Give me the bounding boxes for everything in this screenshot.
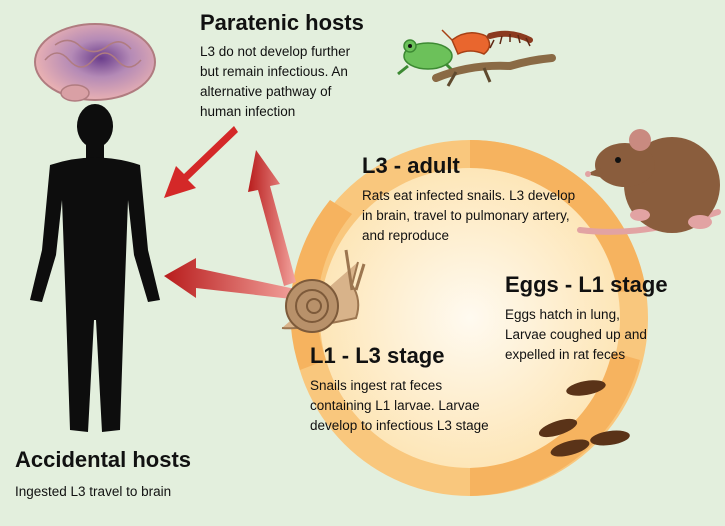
human-silhouette-icon [30, 104, 160, 432]
l1-line-2: containing L1 larvae. Larvae [310, 398, 480, 413]
l1-line-3: develop to infectious L3 stage [310, 418, 489, 433]
brain-icon [34, 23, 156, 102]
eggs-line-2: Larvae coughed up and [505, 327, 647, 342]
arrow-paratenic-to-human [164, 126, 238, 198]
eggs-line-3: expelled in rat feces [505, 347, 626, 362]
adult-line-1: Rats eat infected snails. L3 develop [362, 188, 576, 203]
lizard-icon [432, 54, 556, 87]
l1-l3-stage-title: L1 - L3 stage [310, 343, 445, 368]
feces-icon [538, 380, 630, 457]
shrimp-icon [441, 29, 491, 56]
frog-icon [397, 39, 458, 76]
paratenic-line-3: alternative pathway of [200, 84, 332, 99]
lifecycle-cycle [290, 139, 648, 496]
arrow-snail-to-human [164, 258, 300, 300]
adult-line-3: and reproduce [362, 228, 450, 243]
snail-icon [281, 249, 366, 333]
l3-adult-title: L3 - adult [362, 153, 460, 178]
eggs-l1-stage-description: Eggs hatch in lung, Larvae coughed up an… [505, 305, 680, 365]
l3-adult-description: Rats eat infected snails. L3 develop in … [362, 186, 632, 246]
infection-arrows [164, 126, 300, 300]
l1-l3-stage-description: Snails ingest rat feces containing L1 la… [310, 376, 530, 436]
eggs-line-1: Eggs hatch in lung, [505, 307, 620, 322]
paratenic-hosts-description: L3 do not develop further but remain inf… [200, 42, 400, 122]
accidental-hosts-title: Accidental hosts [15, 447, 192, 472]
eggs-l1-stage-title: Eggs - L1 stage [505, 272, 668, 297]
accidental-line-1: Ingested L3 travel to brain [15, 484, 172, 499]
accidental-hosts-description: Ingested L3 travel to brain [15, 482, 265, 502]
rat-icon [577, 129, 721, 235]
paratenic-line-4: human infection [200, 104, 296, 119]
arrow-snail-to-paratenic [248, 150, 296, 286]
l1-line-1: Snails ingest rat feces [310, 378, 443, 393]
paratenic-line-1: L3 do not develop further [200, 44, 351, 59]
paratenic-hosts-title: Paratenic hosts [200, 10, 364, 35]
centipede-icon [487, 30, 533, 49]
adult-line-2: in brain, travel to pulmonary artery, [362, 208, 570, 223]
paratenic-line-2: but remain infectious. An [200, 64, 348, 79]
